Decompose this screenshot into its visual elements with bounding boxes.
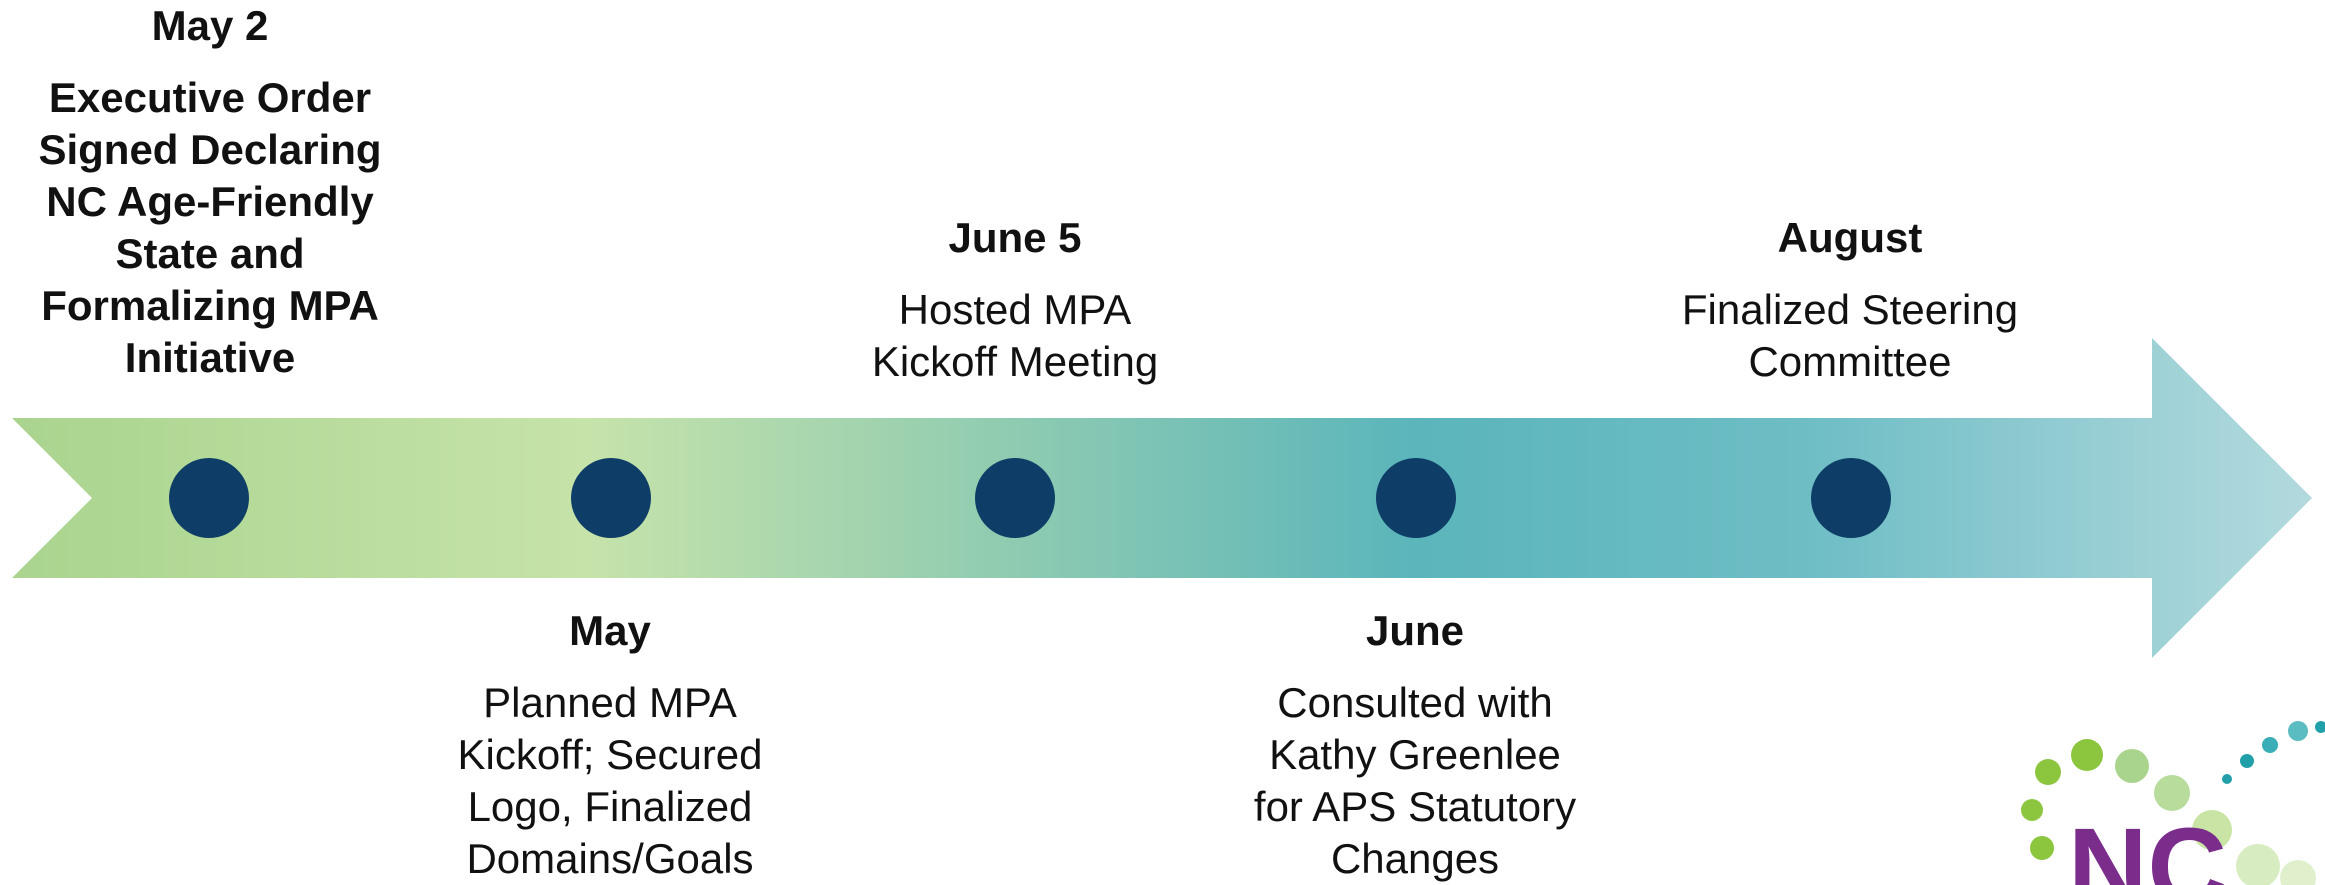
logo-dot	[2021, 799, 2043, 821]
milestone-1: May 2 Executive Order Signed Declaring N…	[10, 0, 410, 384]
milestone-description: Planned MPA Kickoff; Secured Logo, Final…	[457, 679, 763, 882]
logo-dot	[2288, 721, 2308, 741]
milestone-description: Consulted with Kathy Greenlee for APS St…	[1253, 679, 1577, 882]
milestone-4: June Consulted with Kathy Greenlee for A…	[1215, 605, 1615, 885]
milestone-5: August Finalized Steering Committee	[1650, 212, 2050, 388]
milestone-date: August	[1777, 214, 1923, 261]
logo-dot	[2154, 775, 2190, 811]
milestone-description: Executive Order Signed Declaring NC Age-…	[38, 74, 382, 381]
milestone-description: Hosted MPA Kickoff Meeting	[871, 286, 1159, 385]
milestone-2: May Planned MPA Kickoff; Secured Logo, F…	[410, 605, 810, 885]
logo-dot	[2236, 844, 2280, 885]
logo-dot	[2240, 754, 2254, 768]
logo-text: NC	[2068, 806, 2227, 885]
milestone-dot-5	[1811, 458, 1891, 538]
milestone-dot-4	[1376, 458, 1456, 538]
logo-dot	[2035, 759, 2061, 785]
milestone-dot-2	[571, 458, 651, 538]
logo-dot	[2262, 737, 2278, 753]
logo-dot	[2192, 810, 2232, 850]
milestone-date: May	[569, 607, 651, 654]
milestone-date: May 2	[151, 2, 269, 49]
milestone-date: June 5	[948, 214, 1082, 261]
timeline-arrow	[12, 338, 2312, 658]
logo-dot	[2222, 774, 2232, 784]
logo-dot	[2280, 860, 2316, 885]
milestone-dot-3	[975, 458, 1055, 538]
milestone-dot-1	[169, 458, 249, 538]
nc-logo: NC	[2021, 721, 2325, 885]
logo-dot	[2030, 836, 2054, 860]
logo-dot	[2315, 721, 2325, 733]
milestone-description: Finalized Steering Committee	[1681, 286, 2019, 385]
logo-dot	[2071, 739, 2103, 771]
milestone-3: June 5 Hosted MPA Kickoff Meeting	[815, 212, 1215, 388]
logo-dot	[2115, 749, 2149, 783]
milestone-date: June	[1365, 607, 1465, 654]
